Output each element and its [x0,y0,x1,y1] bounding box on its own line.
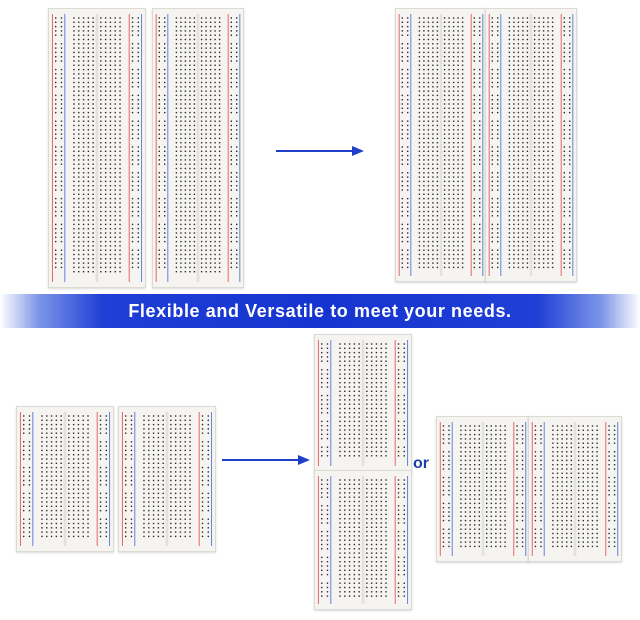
breadboard [528,416,622,562]
breadboard [314,470,412,610]
breadboard [395,8,487,282]
breadboard [436,416,530,562]
arrow-right-icon [276,146,364,156]
breadboard [16,406,114,552]
or-label: or [413,455,429,472]
breadboard [48,8,146,288]
breadboard [314,334,412,472]
breadboard [485,8,577,282]
banner: Flexible and Versatile to meet your need… [0,294,640,328]
banner-text: Flexible and Versatile to meet your need… [128,300,512,321]
arrow-right-icon [222,455,310,465]
breadboard [118,406,216,552]
breadboard [152,8,244,288]
